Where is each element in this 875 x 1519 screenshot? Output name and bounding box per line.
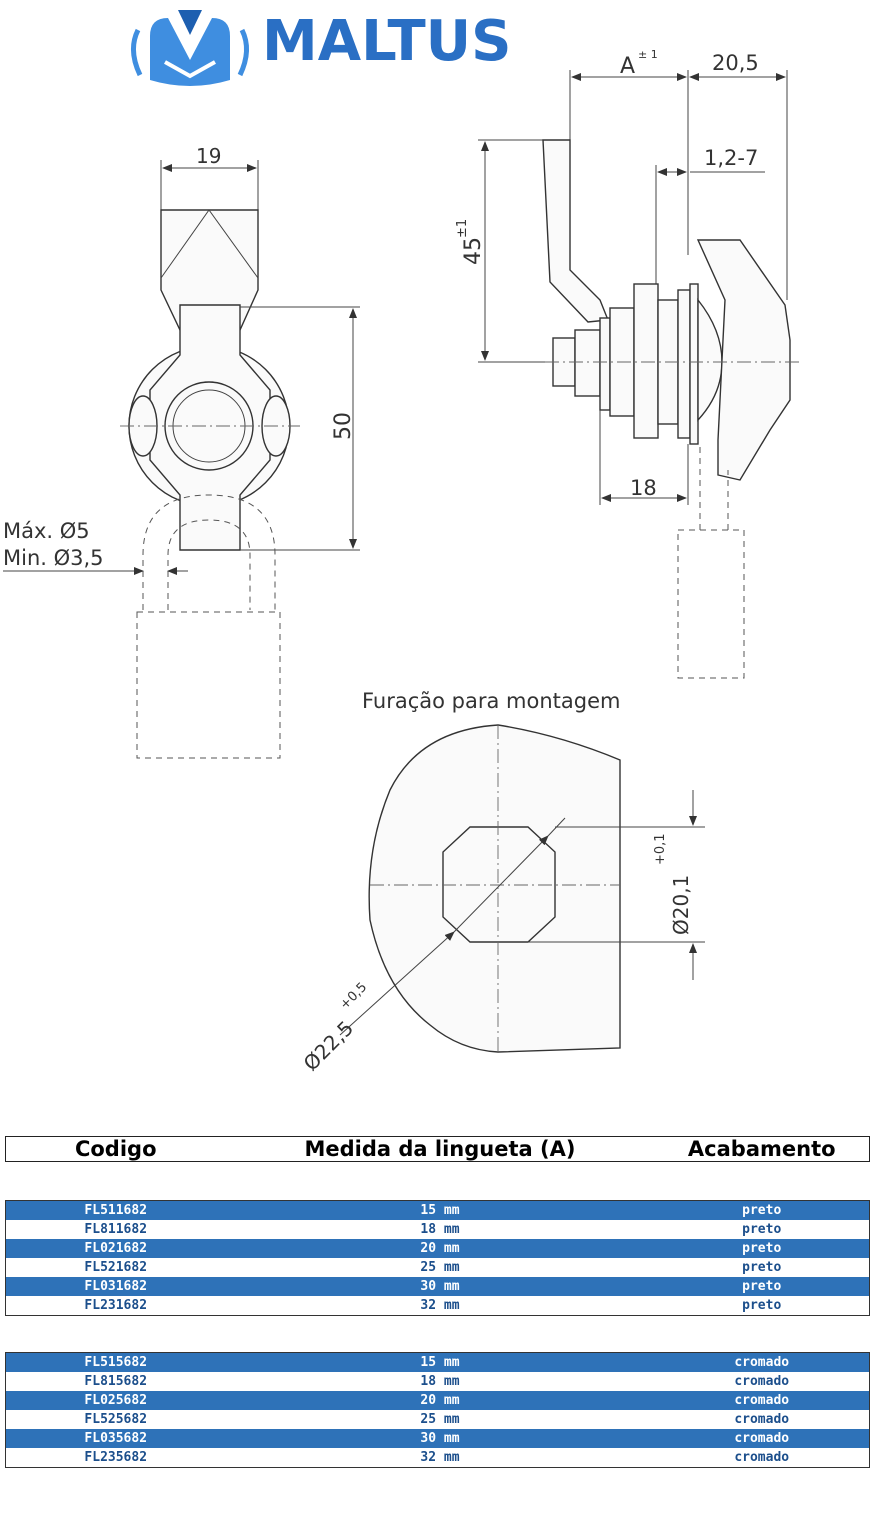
cell-finish: preto (742, 1203, 782, 1218)
cell-code: FL235682 (84, 1450, 148, 1465)
table-row: FL811682 18 mm preto (6, 1220, 869, 1239)
cell-finish: cromado (734, 1412, 790, 1427)
maltus-logo: MALTUS (131, 9, 511, 86)
dim-22-5-tolerance: +0,5 (337, 980, 370, 1013)
cell-code: FL025682 (84, 1393, 148, 1408)
cell-length: 15 mm (420, 1203, 460, 1218)
cell-length: 30 mm (420, 1431, 460, 1446)
dim-45-tolerance: ±1 (455, 219, 470, 238)
logo-mark-icon (131, 10, 249, 86)
dim-min: Min. Ø3,5 (3, 546, 104, 570)
cell-code: FL515682 (84, 1355, 148, 1370)
cell-code: FL815682 (84, 1374, 148, 1389)
cell-code: FL511682 (84, 1203, 148, 1218)
cell-code: FL031682 (84, 1279, 148, 1294)
cell-finish: preto (742, 1260, 782, 1275)
table-preto: FL511682 15 mm preto FL811682 18 mm pret… (5, 1200, 870, 1316)
table-row: FL511682 15 mm preto (6, 1201, 869, 1220)
cell-code: FL035682 (84, 1431, 148, 1446)
dim-20-5: 20,5 (712, 51, 759, 75)
dim-1-2-7: 1,2-7 (704, 146, 758, 170)
cell-code: FL231682 (84, 1298, 148, 1313)
cell-length: 32 mm (420, 1298, 460, 1313)
cell-finish: cromado (734, 1431, 790, 1446)
cell-code: FL521682 (84, 1260, 148, 1275)
dim-22-5: Ø22,5 (299, 1016, 359, 1076)
dim-45: 45 (461, 237, 486, 265)
front-view: 19 50 Máx. Ø5 Min. Ø3,5 (3, 144, 360, 759)
table-cromado: FL515682 15 mm cromado FL815682 18 mm cr… (5, 1352, 870, 1468)
cell-code: FL021682 (84, 1241, 148, 1256)
dim-19: 19 (196, 144, 221, 168)
cell-length: 20 mm (420, 1393, 460, 1408)
side-view: A ± 1 20,5 1,2-7 45 ±1 18 (455, 48, 800, 679)
cell-finish: cromado (734, 1450, 790, 1465)
cell-finish: cromado (734, 1393, 790, 1408)
cell-length: 18 mm (420, 1374, 460, 1389)
table-row: FL025682 20 mm cromado (6, 1391, 869, 1410)
table-row: FL235682 32 mm cromado (6, 1448, 869, 1467)
table-row: FL035682 30 mm cromado (6, 1429, 869, 1448)
header-length: Medida da lingueta (A) (304, 1137, 576, 1161)
dim-max: Máx. Ø5 (3, 519, 90, 543)
header-code: Codigo (74, 1137, 157, 1161)
dim-20-1: Ø20,1 (669, 875, 693, 935)
cell-length: 32 mm (420, 1450, 460, 1465)
cell-code: FL811682 (84, 1222, 148, 1237)
cell-length: 25 mm (420, 1412, 460, 1427)
technical-drawing: MALTUS 19 50 Máx. Ø5 Min. Ø3,5 (3, 9, 800, 1076)
cell-finish: cromado (734, 1374, 790, 1389)
dim-20-1-tolerance: +0,1 (653, 833, 668, 865)
cell-length: 25 mm (420, 1260, 460, 1275)
cell-length: 15 mm (420, 1355, 460, 1370)
header-finish: Acabamento (687, 1137, 836, 1161)
dim-a-tolerance: ± 1 (638, 48, 658, 61)
cell-length: 18 mm (420, 1222, 460, 1237)
logo-text: MALTUS (262, 9, 511, 74)
cell-finish: preto (742, 1298, 782, 1313)
table-row: FL515682 15 mm cromado (6, 1353, 869, 1372)
cell-length: 30 mm (420, 1279, 460, 1294)
dim-50: 50 (331, 412, 356, 440)
cell-code: FL525682 (84, 1412, 148, 1427)
cell-length: 20 mm (420, 1241, 460, 1256)
mounting-hole-view: Furação para montagem Ø20,1 +0,1 Ø22,5 +… (299, 689, 705, 1076)
table-row: FL031682 30 mm preto (6, 1277, 869, 1296)
cell-finish: preto (742, 1241, 782, 1256)
table-row: FL021682 20 mm preto (6, 1239, 869, 1258)
table-header: Codigo Medida da lingueta (A) Acabamento (5, 1136, 870, 1162)
table-row: FL521682 25 mm preto (6, 1258, 869, 1277)
cell-finish: preto (742, 1222, 782, 1237)
cell-finish: cromado (734, 1355, 790, 1370)
dim-a: A (620, 54, 635, 79)
table-row: FL231682 32 mm preto (6, 1296, 869, 1315)
mounting-title: Furação para montagem (362, 689, 620, 713)
table-row: FL815682 18 mm cromado (6, 1372, 869, 1391)
cell-finish: preto (742, 1279, 782, 1294)
table-row: FL525682 25 mm cromado (6, 1410, 869, 1429)
dim-18: 18 (630, 476, 657, 500)
